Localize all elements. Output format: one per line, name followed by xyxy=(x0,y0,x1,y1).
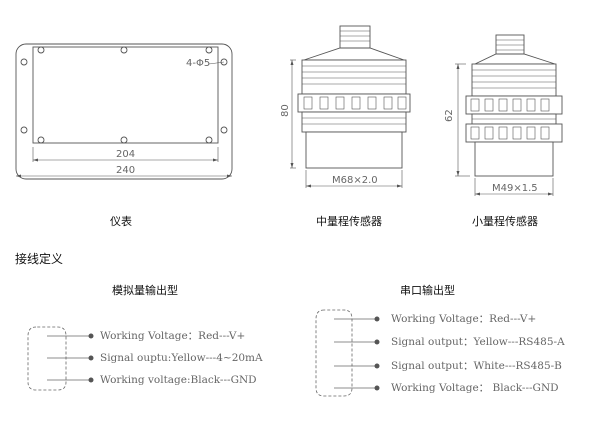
serial-line-2: Signal output：Yellow---RS485-A xyxy=(391,336,565,348)
terminal-dot xyxy=(374,363,380,369)
terminal-dot xyxy=(374,316,380,322)
terminal-dot xyxy=(88,355,94,361)
medium-sensor-drawing xyxy=(290,25,411,188)
medium-height-label: 80 xyxy=(280,104,291,117)
analog-title: 模拟量输出型 xyxy=(112,284,178,297)
meter-outer-frame xyxy=(15,43,233,180)
mounting-hole xyxy=(37,46,45,54)
small-height-label: 62 xyxy=(444,109,455,122)
mounting-hole xyxy=(20,58,28,66)
meter-dim-204: 204 xyxy=(116,149,135,160)
meter-caption: 仪表 xyxy=(110,215,132,228)
small-thread-label: M49×1.5 xyxy=(492,183,538,194)
analog-line-3: Working voltage:Black---GND xyxy=(100,374,257,386)
mounting-hole xyxy=(120,136,128,144)
serial-line-1: Working Voltage：Red---V+ xyxy=(391,313,537,325)
medium-thread-label: M68×2.0 xyxy=(332,175,378,186)
meter-hole-spec: 4-Φ5 xyxy=(186,58,210,69)
medium-sensor-caption: 中量程传感器 xyxy=(316,215,382,228)
mounting-hole xyxy=(20,126,28,134)
mounting-hole xyxy=(37,136,45,144)
terminal-dot xyxy=(88,333,94,339)
meter-dim-240: 240 xyxy=(116,165,135,176)
small-sensor-caption: 小量程传感器 xyxy=(472,215,538,228)
terminal-dot xyxy=(88,377,94,383)
mounting-hole xyxy=(220,126,228,134)
mounting-hole xyxy=(205,46,213,54)
serial-wiring-diagram xyxy=(315,309,380,397)
serial-title: 串口输出型 xyxy=(400,284,455,297)
serial-line-4: Working Voltage： Black---GND xyxy=(391,382,559,394)
mounting-hole xyxy=(220,58,228,66)
analog-line-1: Working Voltage：Red---V+ xyxy=(100,330,246,342)
small-sensor-drawing xyxy=(455,34,563,196)
meter-drawing xyxy=(15,43,233,180)
analog-cable-outline xyxy=(27,326,67,391)
mounting-hole xyxy=(205,136,213,144)
serial-line-3: Signal output：White---RS485-B xyxy=(391,360,562,372)
analog-line-2: Signal ouptu:Yellow---4~20mA xyxy=(100,352,263,364)
terminal-dot xyxy=(374,385,380,391)
analog-wiring-diagram xyxy=(27,326,94,391)
terminal-dot xyxy=(374,339,380,345)
wiring-section-title: 接线定义 xyxy=(15,252,64,266)
mounting-hole xyxy=(120,46,128,54)
serial-cable-outline xyxy=(315,309,353,397)
